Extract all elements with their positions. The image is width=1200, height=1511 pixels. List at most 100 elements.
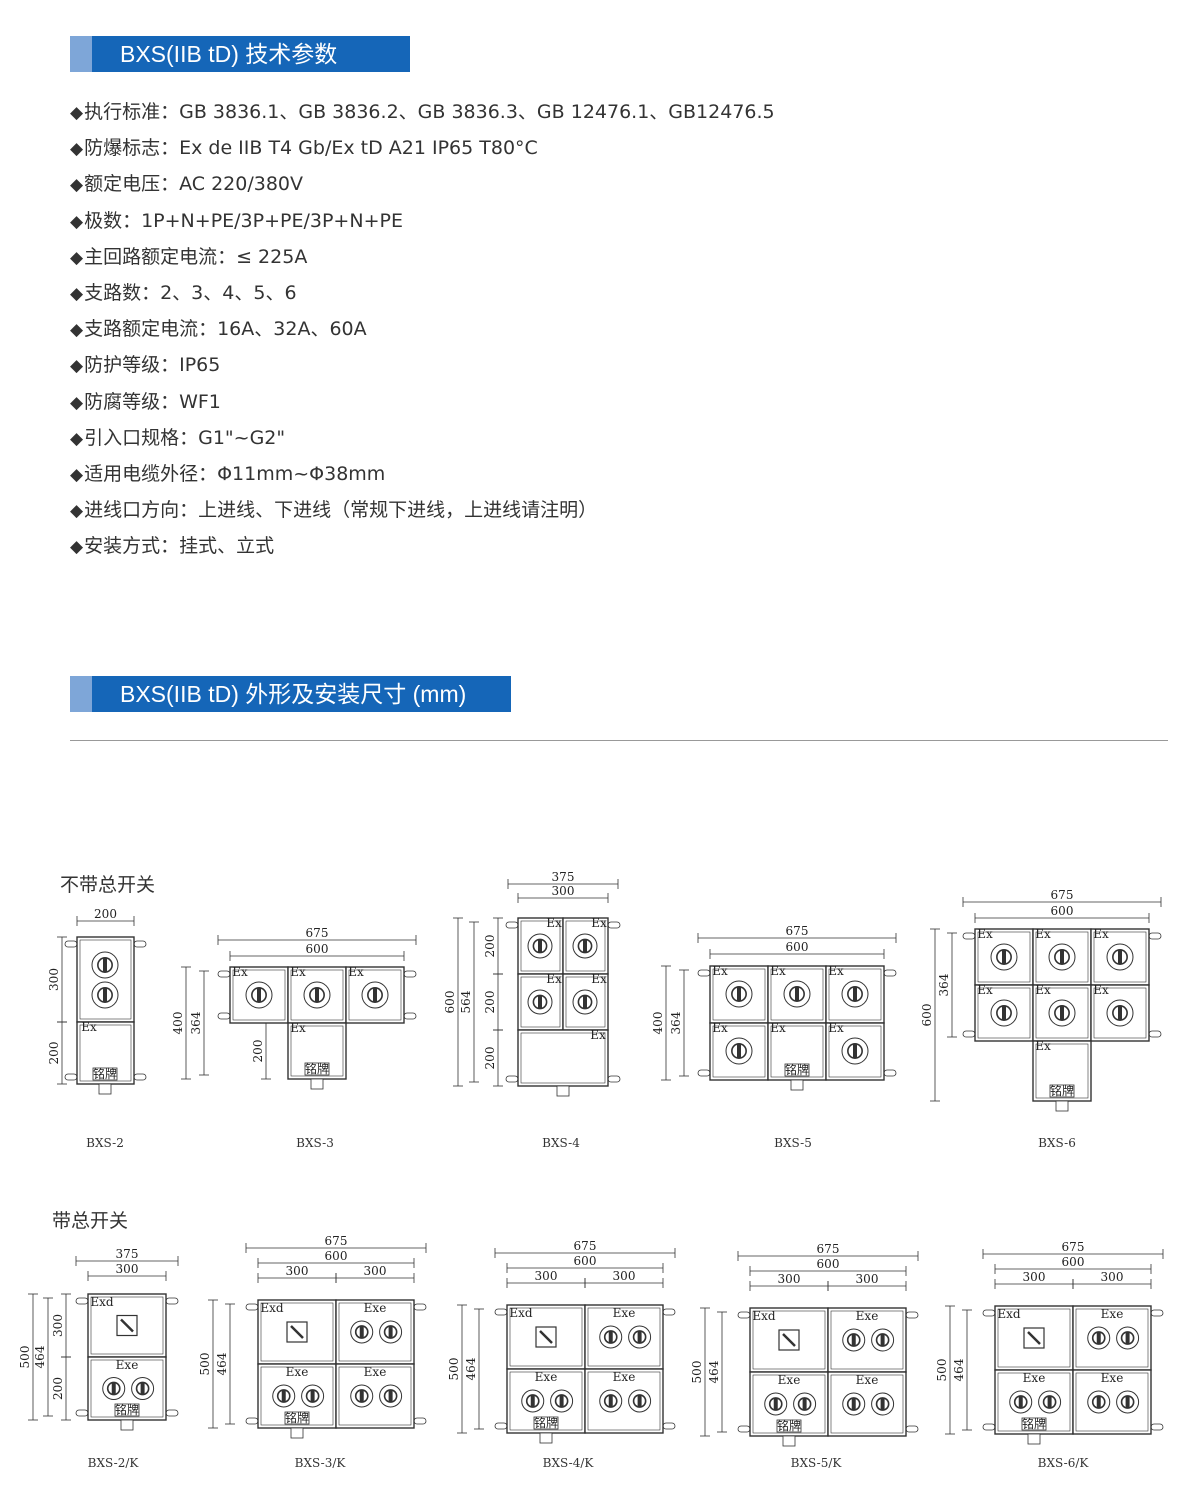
breaker-handle-icon xyxy=(1125,1332,1130,1344)
dimension-label: 200 xyxy=(483,935,497,958)
enclosure-inner-edge xyxy=(1035,931,1089,983)
nameplate-icon xyxy=(284,1411,310,1425)
dimension-label: 300 xyxy=(51,1314,65,1337)
dimension-label: 300 xyxy=(613,1269,636,1283)
model-label: BXS-6/K xyxy=(1038,1456,1090,1470)
ex-marking: Ex xyxy=(828,1021,844,1035)
breaker-knob-icon xyxy=(521,1389,545,1413)
mounting-ear xyxy=(1150,1309,1164,1317)
enclosure-inner-edge xyxy=(290,1025,344,1077)
nameplate-icon xyxy=(784,1063,810,1077)
breaker-handle-icon xyxy=(1002,950,1006,964)
breaker-knob-icon xyxy=(97,987,113,1003)
cable-gland-icon xyxy=(1027,1433,1041,1445)
breaker-knob-icon xyxy=(367,987,383,1003)
ex-marking: Exd xyxy=(509,1306,533,1320)
diamond-bullet-icon: ◆ xyxy=(70,501,84,522)
ex-marking: Exe xyxy=(778,1373,801,1387)
breaker-handle-icon xyxy=(103,958,107,972)
ex-marking: Exe xyxy=(116,1358,139,1372)
dimension-label: 600 xyxy=(1062,1255,1085,1269)
enclosure-outline xyxy=(335,1363,415,1429)
enclosure-inner-edge xyxy=(338,1302,412,1362)
nameplate-label: 铭牌 xyxy=(1022,1416,1046,1431)
breaker-knob-icon xyxy=(1116,1326,1140,1350)
section-title: BXS(IIB tD) 外形及安装尺寸 (mm) xyxy=(92,676,511,712)
mounting-ear xyxy=(494,1308,508,1316)
breaker-handle-icon xyxy=(637,1331,642,1343)
diamond-bullet-icon: ◆ xyxy=(70,392,84,413)
row-label-without-main-switch: 不带总开关 xyxy=(60,874,156,896)
mounting-ear xyxy=(217,1012,231,1020)
dimension-label: 675 xyxy=(574,1239,597,1253)
divider-line xyxy=(70,740,1168,741)
spec-label: 引入口规格： xyxy=(84,426,199,449)
enclosure-inner-edge xyxy=(509,1371,583,1431)
breaker-knob-icon xyxy=(996,949,1012,965)
spec-value: AC 220/380V xyxy=(179,173,303,196)
diamond-bullet-icon: ◆ xyxy=(70,103,84,123)
ex-marking: Ex xyxy=(1035,927,1051,941)
ex-marking: Exd xyxy=(752,1309,776,1323)
breaker-handle-icon xyxy=(373,988,377,1002)
enclosure-inner-edge xyxy=(997,1308,1071,1368)
enclosure-inner-edge xyxy=(79,1024,132,1082)
model-label: BXS-4 xyxy=(542,1136,580,1150)
dimension-label: 675 xyxy=(1051,888,1074,902)
enclosure-inner-edge xyxy=(90,1359,164,1418)
dimension-label: 464 xyxy=(215,1352,229,1375)
ex-marking: Ex xyxy=(546,916,562,930)
breaker-knob-icon xyxy=(599,1325,623,1349)
breaker-knob-icon xyxy=(1106,999,1134,1027)
spec-item: ◆适用电缆外径：Φ11mm~Φ38mm xyxy=(70,456,775,492)
breaker-handle-icon xyxy=(583,940,587,952)
breaker-knob-icon xyxy=(731,986,747,1002)
breaker-knob-icon xyxy=(632,1330,647,1344)
spec-value: Ex de IIB T4 Gb/Ex tD A21 IP65 T80°C xyxy=(179,137,538,160)
breaker-knob-icon xyxy=(1106,943,1134,971)
main-switch-icon xyxy=(535,1326,557,1348)
breaker-handle-icon xyxy=(802,1398,807,1410)
spec-label: 支路数： xyxy=(84,281,161,304)
breaker-handle-icon xyxy=(1096,1396,1101,1408)
spec-label: 防腐等级： xyxy=(84,390,180,413)
breaker-knob-icon xyxy=(847,986,863,1002)
dimension-label: 600 xyxy=(786,940,809,954)
ex-marking: Exd xyxy=(90,1295,114,1309)
breaker-knob-icon xyxy=(354,1389,369,1403)
mounting-ear xyxy=(133,1073,147,1081)
ex-marking: Ex xyxy=(770,964,786,978)
dimension-label: 300 xyxy=(1101,1270,1124,1284)
ex-marking: Exe xyxy=(364,1365,387,1379)
mounting-ear xyxy=(883,969,897,977)
mounting-ear xyxy=(505,1075,519,1083)
breaker-handle-icon xyxy=(530,1395,535,1407)
ex-marking: Ex xyxy=(290,1021,306,1035)
enclosure-inner-edge xyxy=(1093,931,1147,983)
dimension-label: 675 xyxy=(306,926,329,940)
dimension-label: 300 xyxy=(47,968,61,991)
spec-value: 2、3、4、5、6 xyxy=(160,281,297,304)
nameplate-label: 铭牌 xyxy=(115,1402,139,1417)
breaker-knob-icon xyxy=(1120,1395,1135,1409)
breaker-knob-icon xyxy=(725,980,753,1008)
ex-marking: Ex xyxy=(348,965,364,979)
breaker-knob-icon xyxy=(1013,1395,1028,1409)
ex-marking: Exe xyxy=(1101,1371,1124,1385)
dimension-label: 500 xyxy=(935,1359,949,1382)
nameplate-icon xyxy=(92,1067,118,1081)
enclosure-inner-edge xyxy=(752,1310,826,1370)
ex-marking: Ex xyxy=(232,965,248,979)
mounting-ear xyxy=(75,1409,89,1417)
ex-marking: Exe xyxy=(1023,1371,1046,1385)
enclosure-inner-edge xyxy=(565,920,606,972)
dimension-label: 200 xyxy=(483,991,497,1014)
breaker-knob-icon xyxy=(990,943,1018,971)
ex-marking: Ex xyxy=(712,1021,728,1035)
breaker-handle-icon xyxy=(103,988,107,1002)
breaker-knob-icon xyxy=(572,933,598,959)
diamond-bullet-icon: ◆ xyxy=(70,175,84,196)
breaker-handle-icon xyxy=(281,1390,286,1402)
breaker-knob-icon xyxy=(632,1394,647,1408)
enclosure-inner-edge xyxy=(260,1302,334,1362)
